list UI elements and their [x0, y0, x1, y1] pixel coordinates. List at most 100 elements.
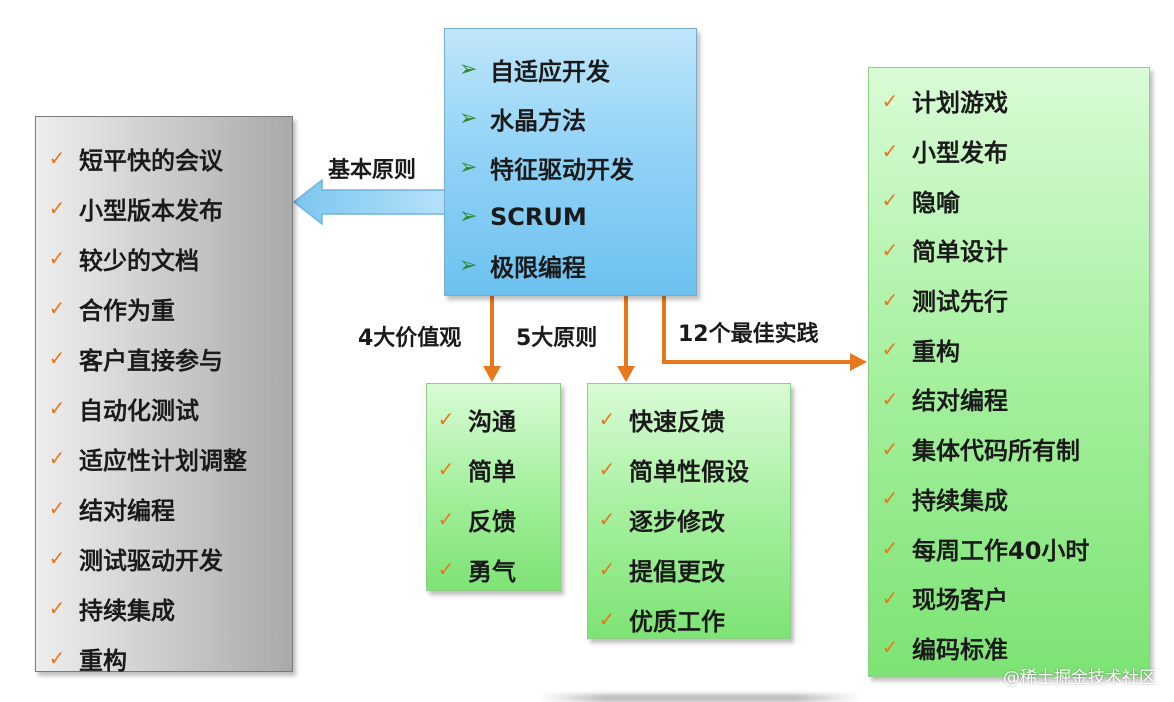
- check-mark-icon: ✓: [881, 436, 899, 461]
- list-item-label: 测试先行: [912, 288, 1008, 317]
- list-item-label: 客户直接参与: [79, 346, 223, 375]
- check-mark-icon: ✓: [598, 407, 616, 431]
- connector-to-practices: [662, 288, 852, 364]
- list-item: ✓自动化测试: [48, 383, 292, 433]
- list-item: ✓ 小型版本发布: [48, 183, 292, 233]
- list-item-label: 编码标准: [912, 635, 1008, 664]
- arrow-bullet-icon: ➢: [459, 204, 478, 229]
- check-mark-icon: ✓: [437, 557, 455, 581]
- arrowhead-values: [483, 366, 501, 382]
- check-mark-icon: ✓: [881, 138, 899, 163]
- list-item-label: 极限编程: [490, 254, 586, 282]
- list-item-label: 逐步修改: [629, 507, 725, 536]
- list-item: ✓反馈: [437, 494, 560, 544]
- list-item: ✓ 客户直接参与: [48, 333, 292, 383]
- list-item: ✓ 测试先行: [881, 275, 1149, 325]
- list-item: ➢ SCRUM: [459, 192, 696, 241]
- list-item: ➢ 水晶方法: [459, 94, 696, 143]
- list-item-label: 集体代码所有制: [912, 437, 1080, 466]
- big-left-arrow: [292, 178, 447, 226]
- list-item-label: 自适应开发: [490, 58, 610, 86]
- list-item-label: 重构: [79, 646, 127, 675]
- list-item: ✓ 持续集成: [881, 474, 1149, 524]
- list-item-label: 持续集成: [912, 486, 1008, 515]
- watermark: @稀土掘金技术社区: [1003, 668, 1156, 688]
- list-item: ✓优质工作: [598, 594, 790, 644]
- list-item: ✓ 沟通: [437, 394, 560, 444]
- list-item-label: 简单性假设: [629, 457, 749, 486]
- list-item-label: 结对编程: [79, 496, 175, 525]
- list-item-label: 短平快的会议: [79, 146, 223, 175]
- list-item: ✓ 快速反馈: [598, 394, 790, 444]
- check-mark-icon: ✓: [437, 457, 455, 481]
- list-item: ✓简单: [437, 444, 560, 494]
- practices-label: 12个最佳实践: [678, 322, 819, 347]
- check-mark-icon: ✓: [881, 635, 899, 660]
- arrowhead-practices: [850, 353, 867, 371]
- principles-list: ✓快速反馈✓简单性假设✓逐步修改✓提倡更改✓优质工作: [588, 394, 790, 644]
- values-box: ✓沟通✓简单✓反馈✓勇气: [426, 383, 561, 591]
- check-mark-icon: ✓: [48, 446, 66, 470]
- list-item-label: 沟通: [468, 407, 516, 436]
- list-item-label: 持续集成: [79, 596, 175, 625]
- list-item-label: 优质工作: [629, 607, 725, 636]
- list-item: ✓适应性计划调整: [48, 433, 292, 483]
- list-item-label: 重构: [912, 337, 960, 366]
- list-item-label: 结对编程: [912, 387, 1008, 416]
- list-item-label: 特征驱动开发: [490, 156, 634, 184]
- values-label: 4大价值观: [358, 326, 462, 351]
- list-item-label: 隐喻: [912, 188, 960, 217]
- list-item-label: 较少的文档: [79, 246, 199, 275]
- basic-principles-box: ✓短平快的会议✓小型版本发布✓较少的文档✓合作为重✓客户直接参与✓自动化测试✓适…: [35, 116, 293, 675]
- arrow-bullet-icon: ➢: [459, 155, 478, 180]
- arrow-bullet-icon: ➢: [459, 253, 478, 278]
- list-item-label: 每周工作40小时: [912, 536, 1090, 565]
- methods-box: ➢自适应开发 ➢ 水晶方法 ➢ 特征驱动开发 ➢ SCRUM ➢ 极限编程: [444, 28, 697, 296]
- list-item: ➢ 极限编程: [459, 241, 696, 290]
- check-mark-icon: ✓: [881, 337, 899, 362]
- list-item: ✓ 集体代码所有制: [881, 424, 1149, 474]
- check-mark-icon: ✓: [598, 457, 616, 481]
- list-item: ✓ 短平快的会议: [48, 133, 292, 183]
- basic-principles-list: ✓短平快的会议✓小型版本发布✓较少的文档✓合作为重✓客户直接参与✓自动化测试✓适…: [36, 133, 292, 683]
- check-mark-icon: ✓: [881, 237, 899, 262]
- methods-list: ➢自适应开发 ➢ 水晶方法 ➢ 特征驱动开发 ➢ SCRUM ➢ 极限编程: [445, 45, 696, 290]
- principles-box: ✓快速反馈✓简单性假设✓逐步修改✓提倡更改✓优质工作: [587, 383, 791, 639]
- practices-box: ✓计划游戏✓小型发布✓隐喻✓简单设计✓测试先行✓重构✓结对编程✓集体代码所有制✓…: [868, 67, 1150, 677]
- list-item-label: 小型版本发布: [79, 196, 223, 225]
- list-item: ✓ 结对编程: [881, 374, 1149, 424]
- list-item-label: 水晶方法: [490, 107, 586, 135]
- list-item-label: 测试驱动开发: [79, 546, 223, 575]
- arrow-bullet-icon: ➢: [459, 106, 478, 131]
- check-mark-icon: ✓: [48, 196, 66, 220]
- check-mark-icon: ✓: [48, 296, 66, 320]
- check-mark-icon: ✓: [881, 386, 899, 411]
- list-item-label: 自动化测试: [79, 396, 199, 425]
- check-mark-icon: ✓: [598, 557, 616, 581]
- list-item-label: 反馈: [468, 507, 516, 536]
- list-item: ✓ 小型发布: [881, 126, 1149, 176]
- check-mark-icon: ✓: [881, 287, 899, 312]
- check-mark-icon: ✓: [48, 646, 66, 670]
- list-item-label: SCRUM: [490, 202, 587, 231]
- list-item-label: 小型发布: [912, 139, 1008, 168]
- check-mark-icon: ✓: [881, 486, 899, 511]
- cropped-caption: [360, 690, 880, 702]
- values-list: ✓沟通✓简单✓反馈✓勇气: [427, 394, 560, 594]
- list-item-label: 合作为重: [79, 296, 175, 325]
- list-item-label: 勇气: [468, 557, 516, 586]
- list-item-label: 计划游戏: [912, 89, 1008, 118]
- check-mark-icon: ✓: [48, 596, 66, 620]
- check-mark-icon: ✓: [48, 146, 66, 170]
- practices-list: ✓计划游戏✓小型发布✓隐喻✓简单设计✓测试先行✓重构✓结对编程✓集体代码所有制✓…: [869, 76, 1149, 672]
- list-item: ➢ 特征驱动开发: [459, 143, 696, 192]
- check-mark-icon: ✓: [48, 346, 66, 370]
- list-item-label: 现场客户: [912, 586, 1008, 615]
- list-item: ➢自适应开发: [459, 45, 696, 94]
- check-mark-icon: ✓: [881, 88, 899, 113]
- list-item: ✓ 持续集成: [48, 583, 292, 633]
- list-item-label: 快速反馈: [629, 407, 725, 436]
- check-mark-icon: ✓: [881, 536, 899, 561]
- check-mark-icon: ✓: [437, 407, 455, 431]
